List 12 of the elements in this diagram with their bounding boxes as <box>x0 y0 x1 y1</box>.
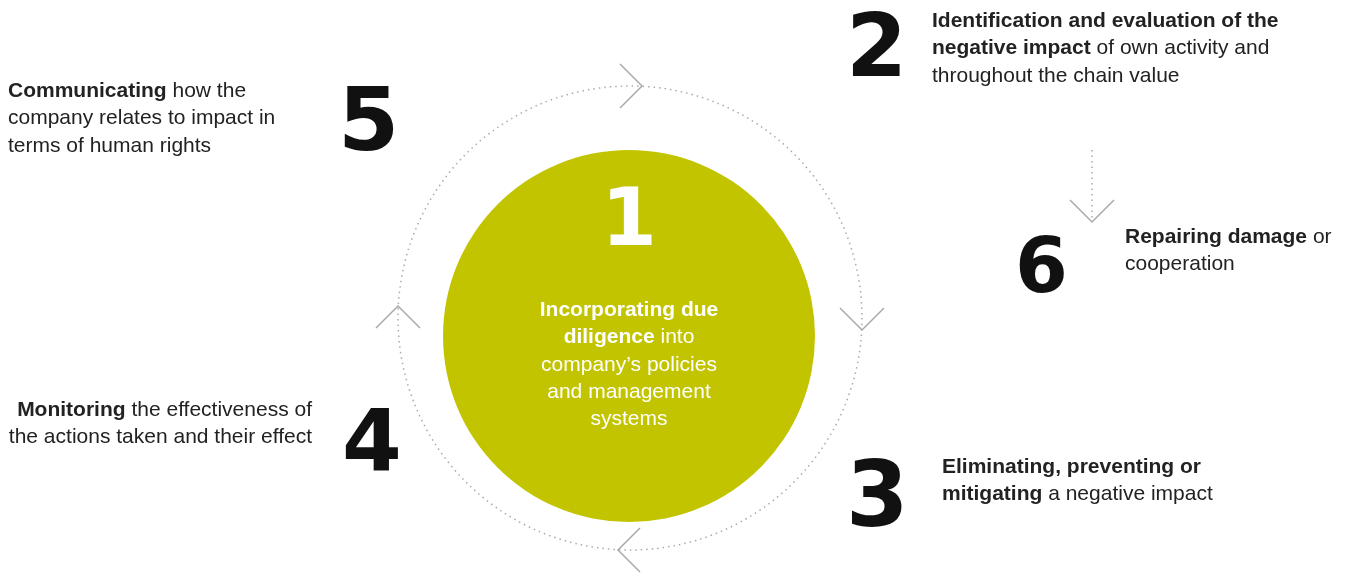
step-description: Eliminating, preventing or mitigating a negative impact <box>942 453 1214 507</box>
step-number: 4 <box>342 397 402 483</box>
step-number: 3 <box>846 450 909 540</box>
step-number: 1 <box>600 178 658 258</box>
step-number: 6 <box>1015 228 1068 304</box>
step-description: Incorporating due diligence into company’s policies and management systems <box>538 296 720 432</box>
step-description: Identification and evaluation of the negative impact of own activity and throughout the chain value <box>932 7 1280 88</box>
step-description: Repairing damage or cooperation <box>1125 223 1333 277</box>
step-description: Monitoring the effectiveness of the actions taken and their effect <box>7 396 312 450</box>
step-description: Communicating how the company relates to impact in terms of human rights <box>8 77 277 158</box>
step-number: 5 <box>338 76 400 164</box>
step-number: 2 <box>846 2 908 90</box>
